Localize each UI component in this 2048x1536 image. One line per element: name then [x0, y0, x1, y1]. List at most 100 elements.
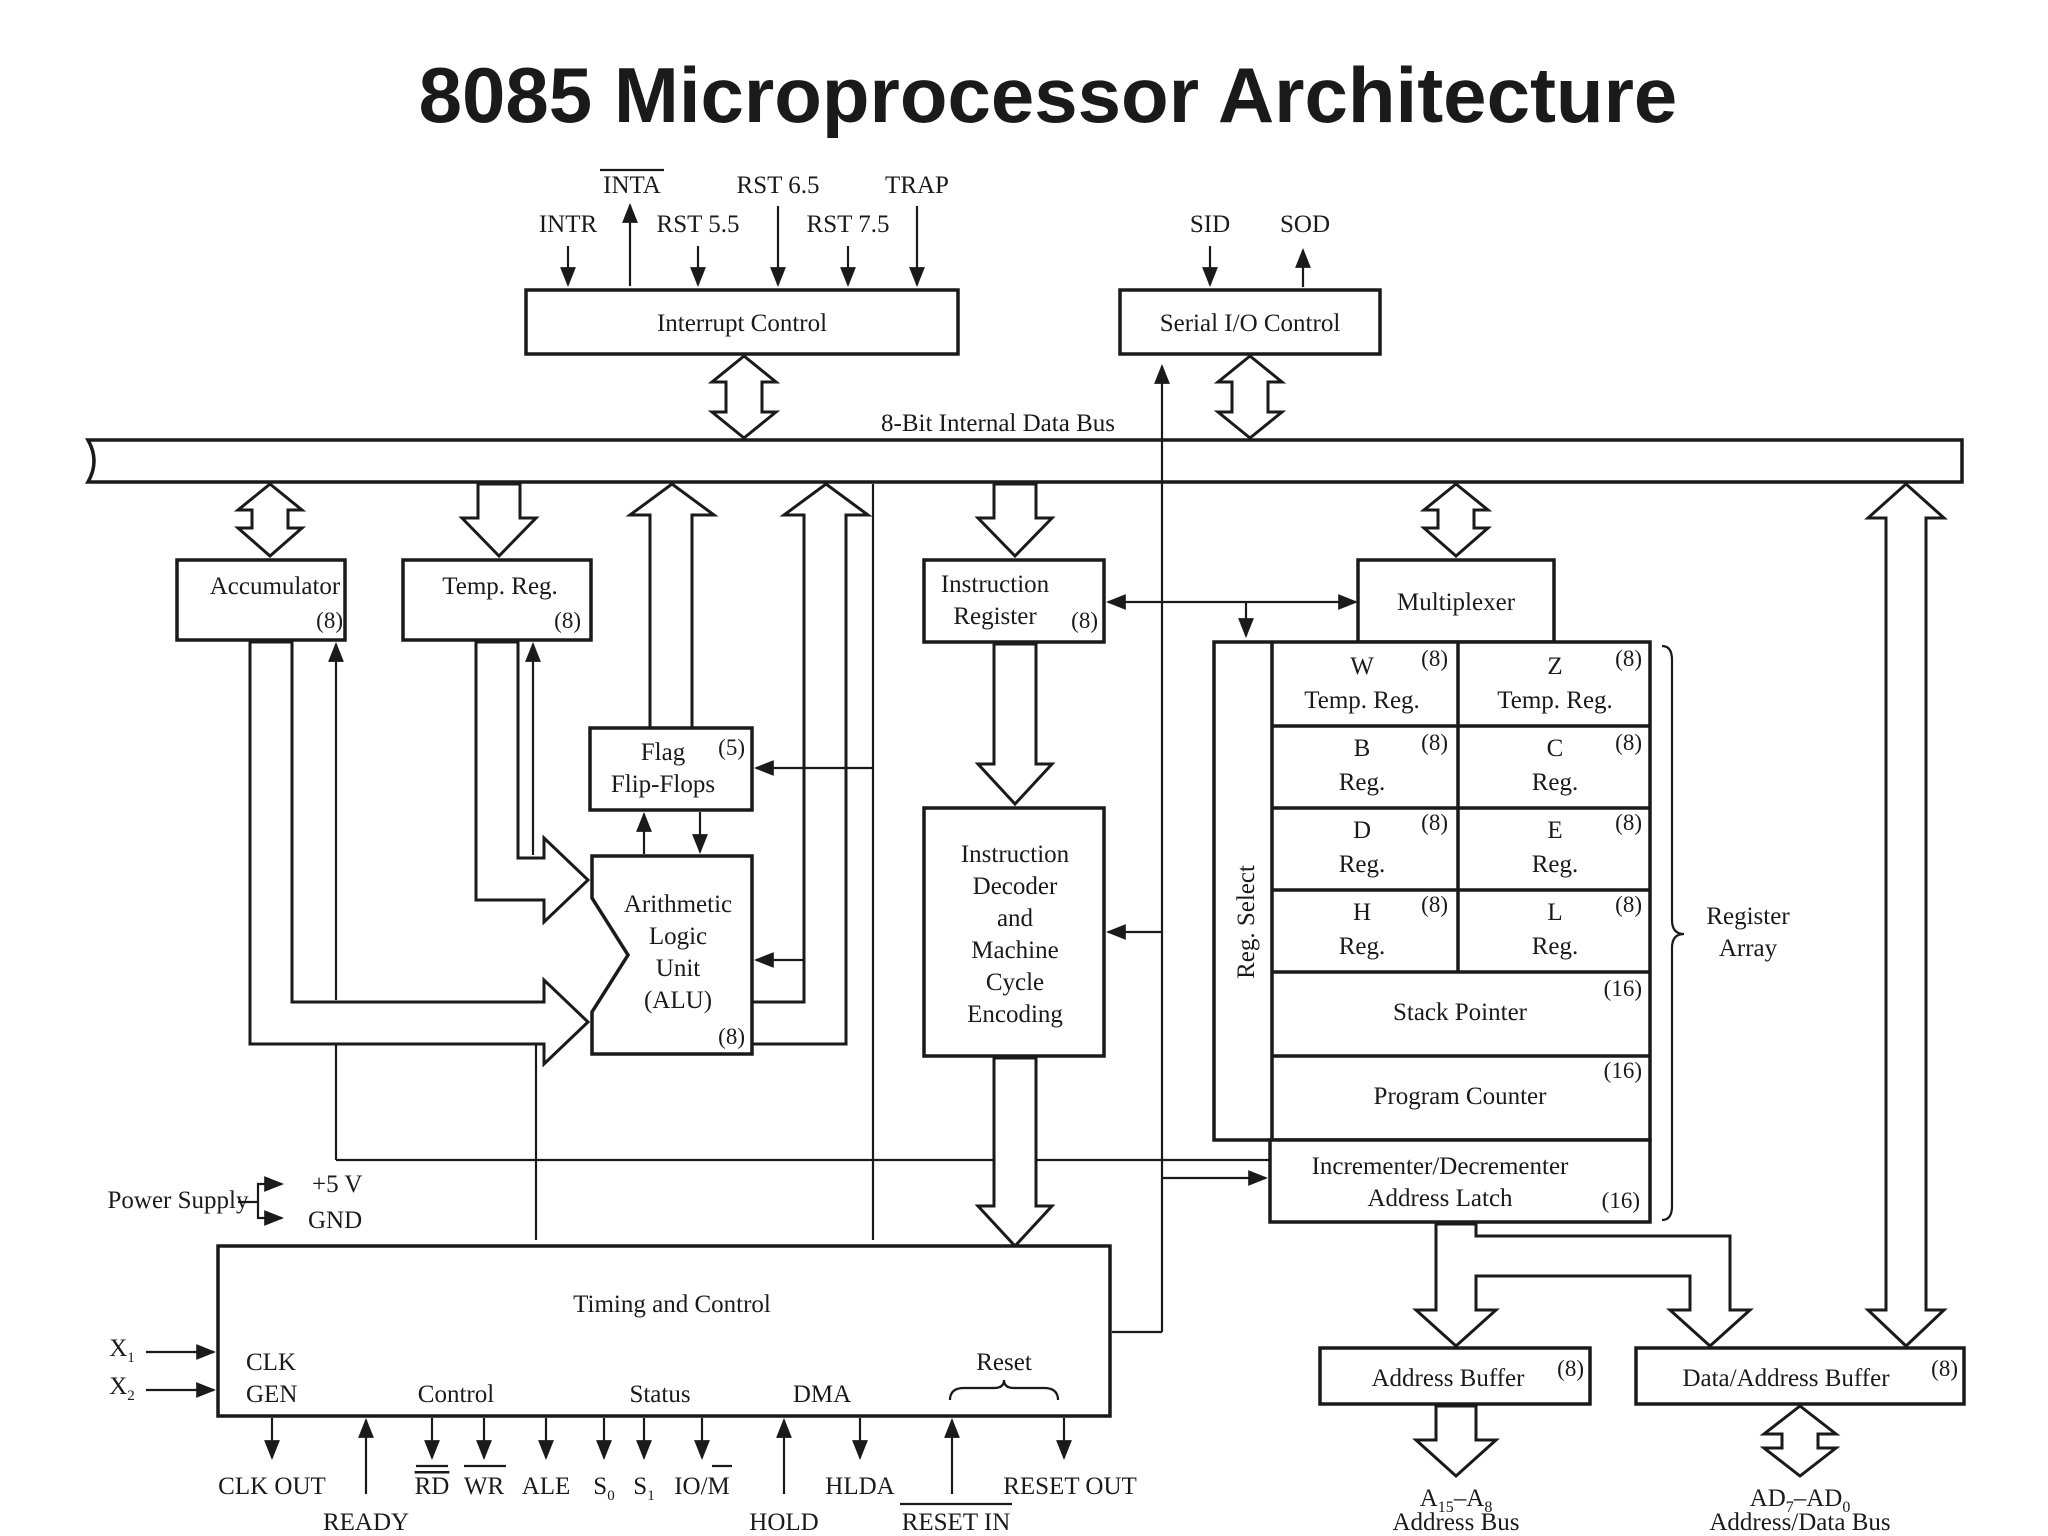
alu-box [590, 854, 754, 1056]
x1-label: X1 [109, 1335, 135, 1366]
pin-hlda-label: HLDA [825, 1473, 894, 1500]
clk-label: CLK [246, 1349, 296, 1376]
accumulator-bits: (8) [316, 608, 343, 633]
bus-label: 8-Bit Internal Data Bus [881, 410, 1115, 437]
reg-c-name: C [1547, 735, 1564, 762]
reg-w-name: W [1350, 653, 1374, 680]
decoder-timing-arrow [974, 1056, 1056, 1249]
reg-b-name: B [1354, 735, 1371, 762]
reg-c-bits: (8) [1615, 730, 1642, 755]
flag-bits: (5) [718, 735, 745, 760]
pin-wr-label: WR [464, 1473, 505, 1500]
power-supply-label: Power Supply [108, 1187, 249, 1214]
reg-h-name: H [1353, 899, 1371, 926]
flag-label-1: Flag [641, 739, 686, 766]
gen-label: GEN [246, 1381, 297, 1408]
internal-data-bus [84, 438, 1964, 484]
reg-h-sub: Reg. [1339, 933, 1386, 960]
reg-e-name: E [1547, 817, 1562, 844]
decoder-line-6: Encoding [967, 1001, 1063, 1028]
reset-label: Reset [976, 1349, 1032, 1376]
incrementer-line-2: Address Latch [1367, 1185, 1513, 1212]
stack-pointer-bits: (16) [1604, 976, 1642, 1001]
pin-reset-out-label: RESET OUT [1003, 1473, 1137, 1500]
ir-label-1: Instruction [941, 571, 1050, 598]
pin-inta-label: INTA [603, 172, 661, 199]
reg-h-bits: (8) [1421, 892, 1448, 917]
pin-trap-label: TRAP [885, 172, 949, 199]
ir-decoder-arrow [974, 642, 1056, 807]
reg-b-sub: Reg. [1339, 769, 1386, 796]
register-array-label-1: Register [1706, 903, 1790, 930]
accumulator-alu-arrow [248, 640, 591, 1068]
flag-flipflop-box [588, 726, 754, 812]
reg-select-label: Reg. Select [1233, 865, 1260, 979]
temp-reg-bits: (8) [554, 608, 581, 633]
reg-l-sub: Reg. [1532, 933, 1579, 960]
serial-io-control-box [1118, 288, 1382, 356]
page-title: 8085 Microprocessor Architecture [419, 51, 1678, 139]
temp-reg-bus-arrow [458, 482, 540, 559]
instruction-register-box [922, 558, 1106, 644]
incrementer-box [1268, 1138, 1652, 1224]
alu-bits: (8) [718, 1024, 745, 1049]
pin-rst55-label: RST 5.5 [657, 211, 740, 238]
reg-e-sub: Reg. [1532, 851, 1579, 878]
pin-reset-in-label: RESET IN [902, 1509, 1011, 1536]
pin-intr-label: INTR [539, 211, 598, 238]
data-bus-label: Address/Data Bus [1709, 1509, 1890, 1536]
flag-bus-arrow [625, 482, 719, 730]
dma-label: DMA [793, 1381, 851, 1408]
status-label: Status [629, 1381, 690, 1408]
reg-e-bits: (8) [1615, 810, 1642, 835]
incrementer-bits: (16) [1602, 1188, 1640, 1213]
temp-reg-label: Temp. Reg. [442, 573, 558, 600]
serial-pins: SID SOD [1190, 211, 1330, 287]
pin-sod-label: SOD [1280, 211, 1330, 238]
reg-z-sub: Temp. Reg. [1497, 687, 1613, 714]
address-bus-range: A15–A8 [1420, 1485, 1493, 1516]
power-gnd-label: GND [308, 1207, 362, 1234]
pin-iom-label: IO/M [674, 1473, 730, 1500]
temp-reg-box [401, 558, 593, 642]
pin-clk-out-label: CLK OUT [218, 1473, 326, 1500]
address-bus-arrow [1412, 1404, 1500, 1479]
pin-s1-label: S1 [633, 1473, 654, 1504]
multiplexer-box [1356, 558, 1556, 644]
pin-rst75-label: RST 7.5 [807, 211, 890, 238]
interrupt-pins: INTR INTA RST 5.5 RST 6.5 RST 7.5 TRAP [539, 168, 949, 287]
register-array-label-2: Array [1719, 935, 1778, 962]
accumulator-bus-arrow [233, 482, 307, 558]
decoder-line-4: Machine [971, 937, 1058, 964]
temp-alu-arrow [474, 640, 591, 926]
reg-b-bits: (8) [1421, 730, 1448, 755]
pin-hold-label: HOLD [749, 1509, 818, 1536]
stack-pointer-label: Stack Pointer [1393, 999, 1528, 1026]
reg-d-name: D [1353, 817, 1371, 844]
multiplexer-label: Multiplexer [1397, 589, 1516, 616]
reg-w-bits: (8) [1421, 646, 1448, 671]
power-vcc-label: +5 V [312, 1171, 362, 1198]
x2-label: X2 [109, 1373, 135, 1404]
instruction-decoder-box [922, 806, 1106, 1058]
timing-control-label: Timing and Control [573, 1291, 771, 1318]
pin-rst65-label: RST 6.5 [737, 172, 820, 199]
reg-z-bits: (8) [1615, 646, 1642, 671]
data-bus-arrow [1759, 1404, 1841, 1478]
data-address-buffer-label: Data/Address Buffer [1682, 1365, 1890, 1392]
interrupt-control-box [524, 288, 960, 356]
pin-rd-label: RD [415, 1473, 450, 1500]
ir-bus-arrow [974, 482, 1056, 559]
register-array-brace [1661, 644, 1685, 1222]
alu-line-1: Arithmetic [624, 891, 732, 918]
reg-l-name: L [1547, 899, 1562, 926]
decoder-line-3: and [997, 905, 1034, 932]
bus-data-buffer-arrow [1864, 481, 1948, 1349]
data-address-buffer-bits: (8) [1931, 1356, 1958, 1381]
decoder-line-5: Cycle [986, 969, 1044, 996]
interrupt-bus-arrow [707, 354, 781, 440]
accumulator-box [175, 558, 347, 642]
ir-label-2: Register [953, 603, 1037, 630]
interrupt-control-label: Interrupt Control [657, 310, 827, 337]
